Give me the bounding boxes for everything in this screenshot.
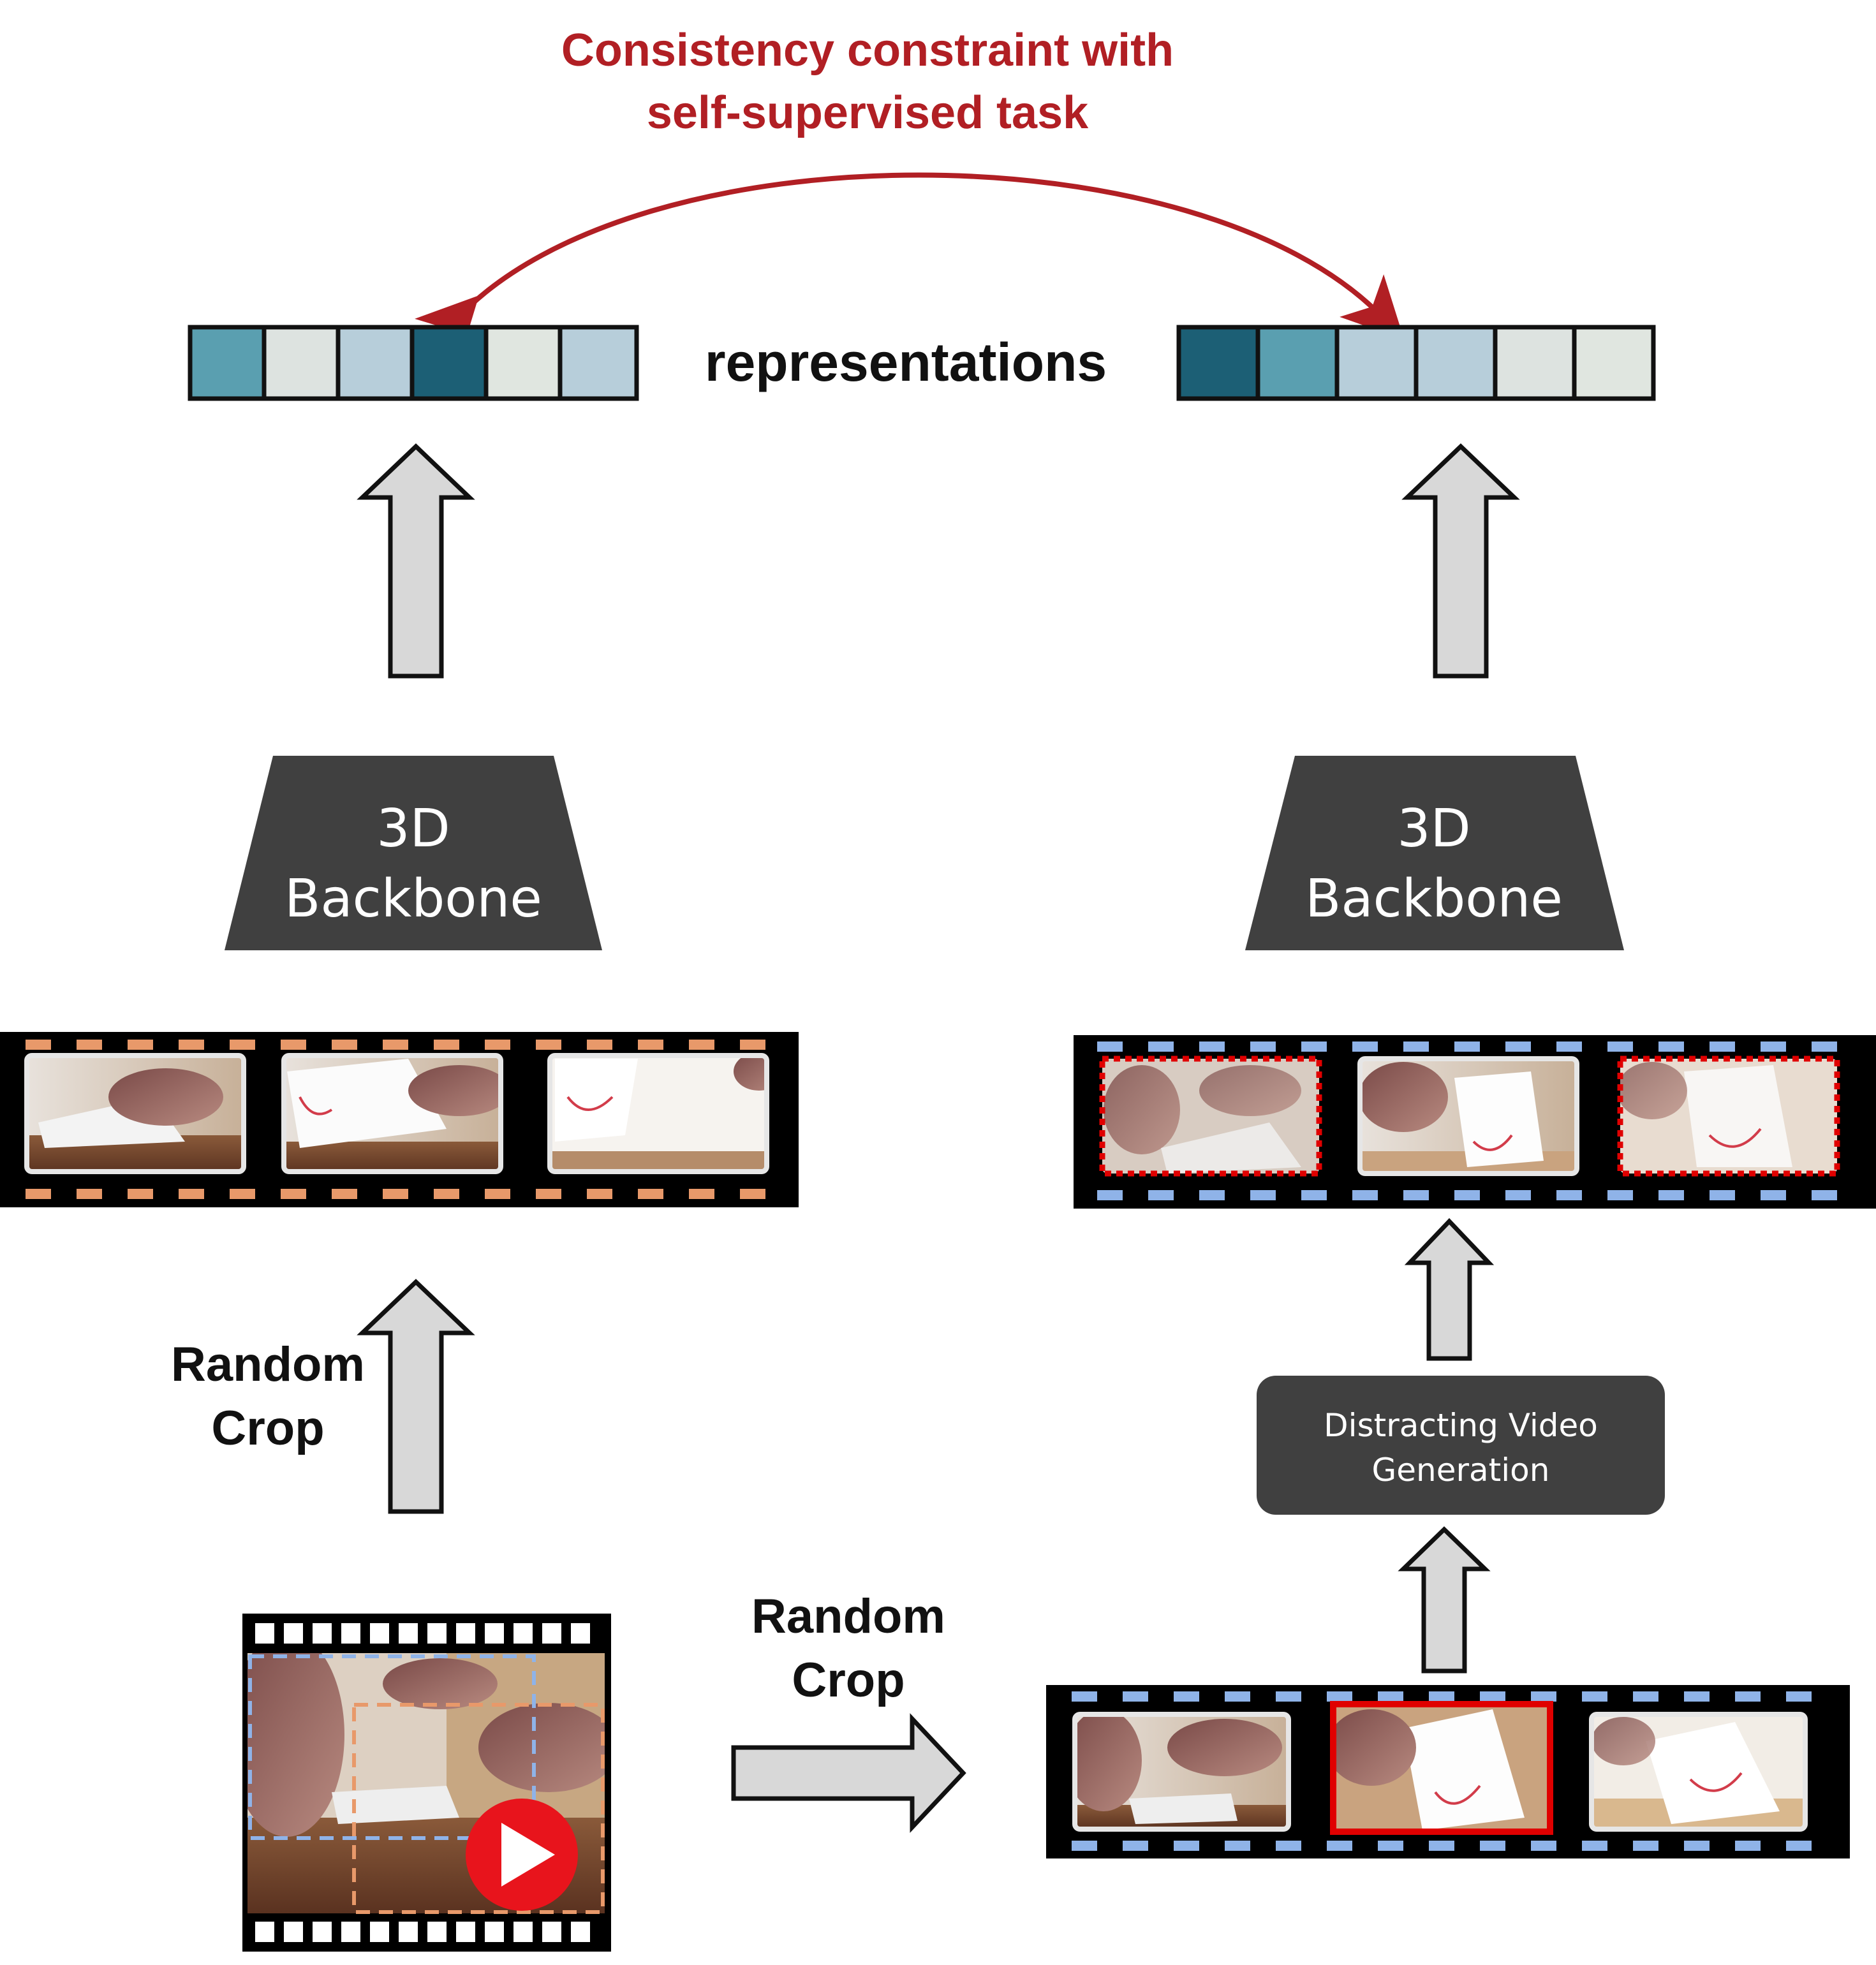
sprockets-bottom bbox=[26, 1189, 765, 1199]
film-frame bbox=[1360, 1059, 1577, 1174]
up-arrow-left-top bbox=[357, 443, 475, 679]
up-arrow-right-low bbox=[1398, 1526, 1491, 1674]
rep-cell bbox=[188, 325, 267, 401]
representation-vector-right bbox=[1176, 325, 1656, 401]
film-frame-distracted bbox=[1102, 1059, 1319, 1174]
film-frame bbox=[1075, 1714, 1289, 1829]
filmstrip-right bbox=[1074, 1035, 1876, 1209]
up-arrow-left-bottom bbox=[357, 1279, 475, 1514]
rep-cell bbox=[1334, 325, 1419, 401]
source-video bbox=[242, 1614, 611, 1952]
rep-cell bbox=[262, 325, 341, 401]
rep-cell bbox=[336, 325, 415, 401]
representation-vector-left bbox=[188, 325, 639, 401]
backbone-right-line2: Backbone bbox=[1305, 869, 1563, 929]
rep-cell bbox=[558, 325, 639, 401]
rep-cell bbox=[1493, 325, 1577, 401]
distracting-box-line2: Generation bbox=[1371, 1452, 1550, 1489]
filmstrip-left bbox=[0, 1032, 799, 1207]
rep-cell bbox=[1414, 325, 1498, 401]
crop-box-orange bbox=[352, 1703, 605, 1914]
backbone-left-shape bbox=[225, 756, 602, 950]
random-crop-bottom-line1: Random bbox=[751, 1589, 945, 1644]
consistency-arc bbox=[415, 172, 1405, 361]
filmstrip-bottom bbox=[1046, 1685, 1850, 1858]
rep-cell bbox=[1572, 325, 1656, 401]
film-frame-distracted bbox=[1620, 1059, 1837, 1174]
film-frame bbox=[550, 1056, 767, 1172]
representations-label: representations bbox=[704, 332, 1107, 392]
film-frame bbox=[27, 1056, 244, 1172]
random-crop-left-line2: Crop bbox=[211, 1401, 325, 1455]
up-arrow-right-top bbox=[1401, 443, 1520, 679]
backbone-right-line1: 3D bbox=[1397, 799, 1471, 859]
constraint-title-line2: self-supervised task bbox=[646, 87, 1089, 138]
random-crop-left-line1: Random bbox=[171, 1337, 365, 1392]
backbone-left-line2: Backbone bbox=[284, 869, 542, 929]
constraint-title-line1: Consistency constraint with bbox=[561, 25, 1174, 76]
rep-cell bbox=[410, 325, 489, 401]
film-frame bbox=[284, 1056, 501, 1172]
rep-cell bbox=[1176, 325, 1260, 401]
random-crop-bottom-line2: Crop bbox=[792, 1653, 905, 1707]
up-arrow-right-mid bbox=[1404, 1218, 1495, 1361]
rep-cell bbox=[1255, 325, 1340, 401]
play-button-icon bbox=[466, 1799, 578, 1911]
film-frame-selected bbox=[1333, 1704, 1550, 1832]
distracting-box-line1: Distracting Video bbox=[1324, 1407, 1598, 1444]
film-frame bbox=[1592, 1714, 1805, 1829]
backbone-right-shape bbox=[1245, 756, 1624, 950]
crop-box-blue bbox=[248, 1654, 536, 1840]
backbone-left-line1: 3D bbox=[376, 799, 450, 859]
rep-cell bbox=[484, 325, 563, 401]
right-arrow-bottom bbox=[731, 1713, 966, 1833]
distracting-box-shape bbox=[1257, 1376, 1665, 1515]
sprockets-top bbox=[26, 1040, 765, 1050]
